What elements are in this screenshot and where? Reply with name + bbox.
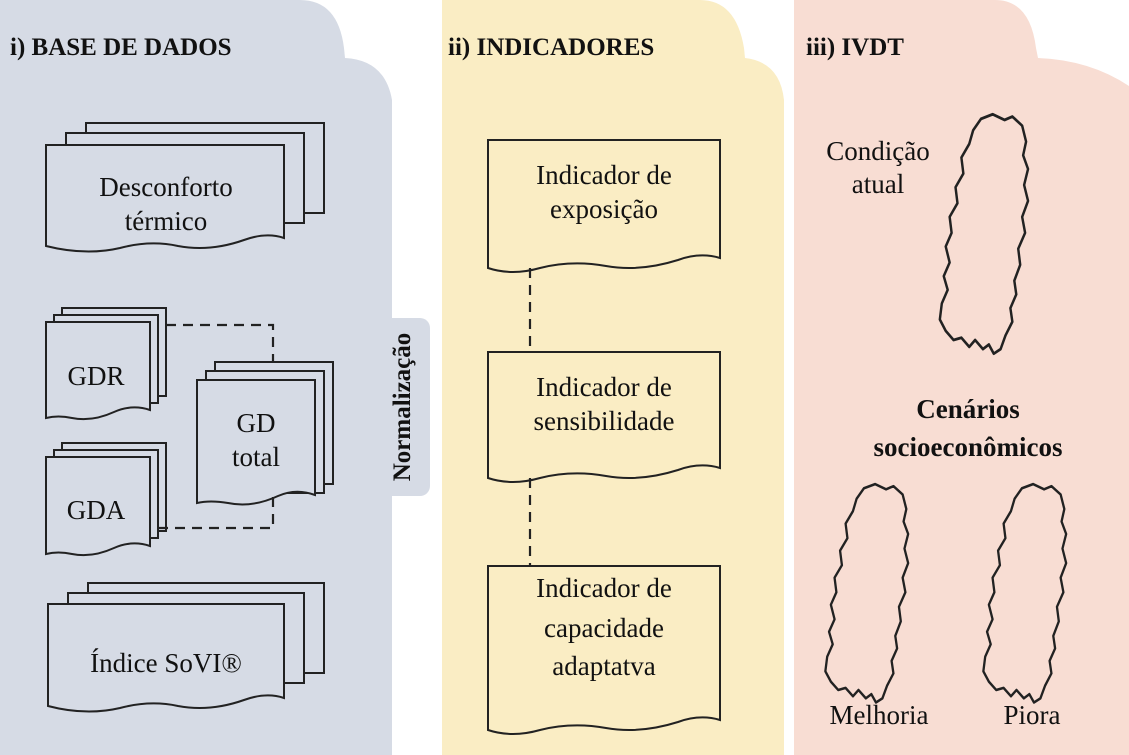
doc-gd-total-line2: total: [232, 442, 280, 472]
indicator-exposure-line1: Indicador de: [536, 160, 672, 190]
doc-gdr-label: GDR: [67, 361, 124, 391]
indicator-adaptive-line3: adaptatva: [552, 651, 655, 681]
indicator-sensitivity-line2: sensibilidade: [534, 406, 675, 436]
indicator-sensitivity-card: [487, 351, 721, 483]
doc-stack-gd-total: [196, 361, 334, 506]
current-condition-line1: Condição: [826, 136, 929, 166]
doc-stack-gdr: [45, 307, 167, 421]
scenario-better-label: Melhoria: [830, 700, 929, 730]
panel-ivdt-title: iii) IVDT: [806, 34, 904, 61]
doc-thermal-line2: térmico: [125, 206, 207, 236]
scenarios-label-line1: Cenários: [916, 394, 1020, 424]
scenario-worse-label: Piora: [1004, 700, 1061, 730]
panel-ivdt-bg: [794, 0, 1129, 755]
panel-indicators-title: ii) INDICADORES: [448, 34, 654, 61]
normalization-tab-bg: [372, 318, 430, 496]
scenarios-label-line2: socioeconômicos: [874, 432, 1063, 462]
normalization-label: Normalização: [389, 333, 416, 482]
panel-database-title: i) BASE DE DADOS: [10, 34, 232, 61]
current-condition-line2: atual: [852, 169, 904, 199]
indicator-adaptive-card: [487, 565, 721, 735]
indicator-exposure-card: [487, 139, 721, 273]
doc-stack-thermal: [45, 122, 325, 253]
indicator-exposure-line2: exposição: [550, 194, 658, 224]
doc-sovi-label: Índice SoVI®: [90, 648, 242, 678]
doc-gda-label: GDA: [67, 495, 126, 525]
indicator-sensitivity-line1: Indicador de: [536, 372, 672, 402]
indicator-adaptive-line2: capacidade: [544, 613, 664, 643]
connector-gd-dashed: [158, 323, 275, 530]
doc-thermal-line1: Desconforto: [99, 172, 232, 202]
doc-stack-gda: [45, 442, 167, 557]
doc-stack-sovi: [47, 582, 325, 713]
doc-gd-total-line1: GD: [237, 408, 276, 438]
indicator-adaptive-line1: Indicador de: [536, 573, 672, 603]
